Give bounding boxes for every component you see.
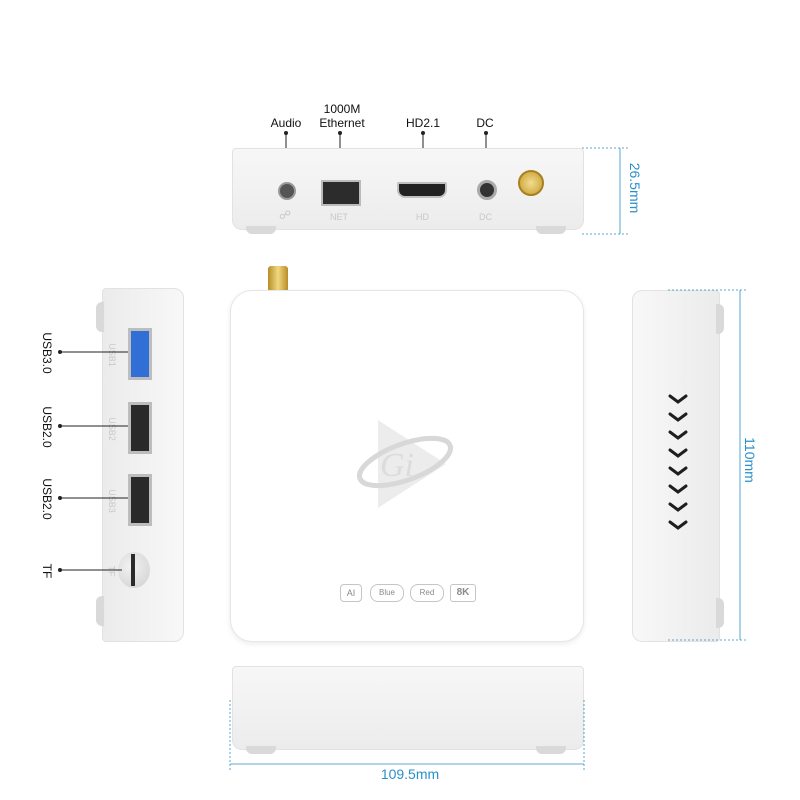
hdmi-callout: HD2.1	[405, 116, 440, 130]
antenna-connector-icon	[518, 170, 544, 196]
ethernet-callout-line1: 1000M	[323, 102, 361, 116]
vent-panel	[632, 290, 720, 642]
usb2-port	[128, 402, 152, 454]
blue-badge: Blue	[370, 584, 404, 602]
back-panel-foot-right	[536, 226, 566, 234]
back-panel-foot-left	[246, 226, 276, 234]
headphone-icon: ☍	[279, 208, 292, 222]
side-panel-foot-top	[96, 302, 104, 332]
ethernet-callout-line2: Ethernet	[319, 116, 365, 130]
hd-port-label: HD	[416, 212, 429, 222]
svg-text:Gi: Gi	[380, 447, 414, 484]
vent-panel-foot-top	[716, 304, 724, 334]
side-panel-foot-bottom	[96, 596, 104, 626]
dc-jack	[477, 180, 497, 200]
red-badge: Red	[410, 584, 444, 602]
net-port-label: NET	[330, 212, 348, 222]
resolution-badge-label: 8K	[456, 587, 470, 598]
vent-panel-foot-bottom	[716, 598, 724, 628]
hdmi-port	[397, 182, 447, 198]
blue-badge-label: Blue	[378, 588, 395, 597]
ai-badge: AI	[340, 584, 362, 602]
ai-badge-label: AI	[346, 588, 356, 598]
front-panel	[232, 666, 584, 750]
brand-logo-icon: Gi	[356, 420, 454, 508]
front-panel-foot-right	[536, 746, 566, 754]
top-antenna-connector-icon	[268, 266, 288, 292]
audio-jack	[278, 182, 296, 200]
dc-callout: DC	[476, 116, 494, 130]
front-panel-foot-left	[246, 746, 276, 754]
usb1-port	[128, 328, 152, 380]
ethernet-port	[321, 180, 361, 206]
dc-port-label: DC	[479, 212, 492, 222]
red-badge-label: Red	[419, 588, 435, 597]
resolution-badge: 8K	[450, 584, 476, 602]
vent-slots	[668, 394, 688, 530]
audio-callout: Audio	[270, 116, 302, 130]
width-dimension-label: 109.5mm	[380, 766, 440, 782]
tf-slot-opening	[131, 554, 135, 586]
usb3-port	[128, 474, 152, 526]
